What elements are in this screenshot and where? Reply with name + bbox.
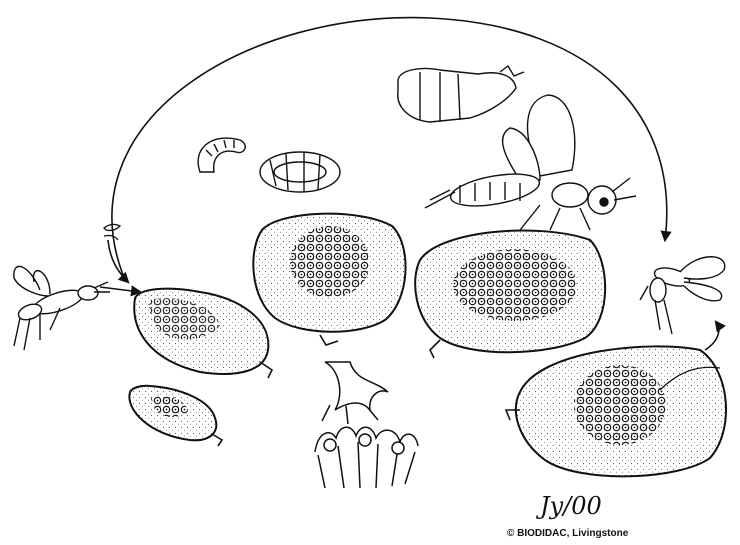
pupal-stages-icon [398, 66, 524, 122]
syconium-ripe [506, 346, 726, 476]
exit-arrow [705, 322, 719, 350]
syconium-young [134, 289, 272, 378]
pupa-icon [260, 152, 340, 192]
larva-icon [198, 138, 245, 172]
emerging-wasp-icon [640, 257, 725, 334]
syconium-small [129, 386, 222, 446]
syconium-mature [415, 230, 605, 358]
artist-signature: Jy/00 [540, 492, 602, 520]
syconium-middle [253, 214, 405, 345]
copyright-credit: © BIODIDAC, Livingstone [507, 528, 628, 539]
female-wasp-icon [14, 266, 110, 350]
fig-flowers-detail [315, 362, 418, 488]
insertion-arrow [100, 287, 140, 292]
